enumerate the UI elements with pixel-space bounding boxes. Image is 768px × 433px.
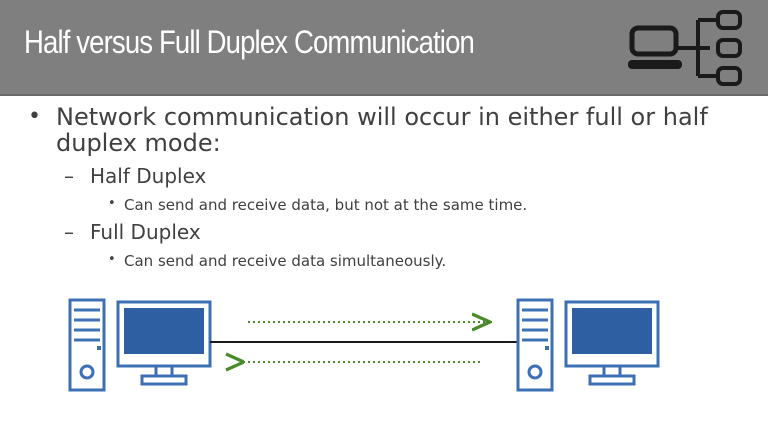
dash-marker: –	[64, 220, 74, 244]
full-duplex-detail: Can send and receive data simultaneously…	[124, 252, 447, 270]
title-bar: Half versus Full Duplex Communication	[0, 0, 768, 96]
network-topology-icon	[628, 10, 742, 86]
half-duplex-detail: Can send and receive data, but not at th…	[124, 196, 528, 214]
slide-content: • Network communication will occur in ei…	[0, 96, 768, 296]
slide-title: Half versus Full Duplex Communication	[24, 24, 475, 60]
bullet-intro-text: Network communication will occur in eith…	[56, 103, 708, 157]
bullet-marker: •	[108, 252, 116, 267]
bullet-marker: •	[108, 196, 116, 211]
bullet-marker: •	[28, 104, 41, 129]
duplex-diagram	[68, 298, 660, 392]
half-duplex-label: Half Duplex	[90, 164, 207, 188]
desktop-computer-icon	[68, 298, 212, 392]
dash-marker: –	[64, 164, 74, 188]
desktop-computer-icon	[516, 298, 660, 392]
full-duplex-label: Full Duplex	[90, 220, 201, 244]
